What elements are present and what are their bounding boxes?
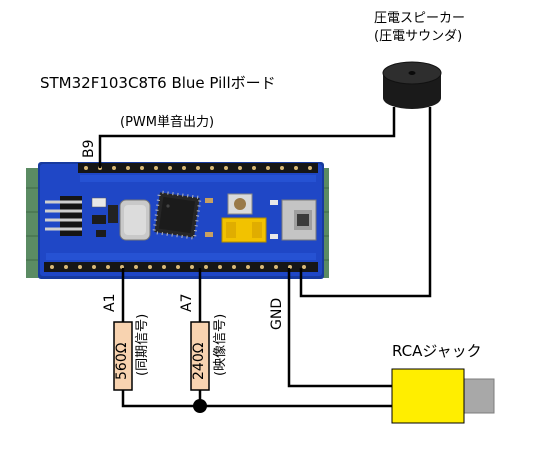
piezo-speaker [382,61,442,109]
pin-label-a7: A7 [179,293,195,312]
micro-usb-connector [281,199,317,241]
blue-pill-board [38,162,324,279]
wire-gnd [287,268,392,388]
speaker-hole [408,71,416,75]
wires [98,107,432,408]
rca-label: RCAジャック [392,342,482,360]
wire-speaker-return [299,107,432,298]
swd-header [45,196,82,236]
rca-plug [463,378,495,414]
junction-dot [193,399,207,413]
resistor-240 [190,321,210,391]
board-title: STM32F103C8T6 Blue Pillボード [40,74,276,92]
pin-label-gnd: GND [269,297,285,330]
speaker-label-line1: 圧電スピーカー [374,11,466,26]
mcu-chip [152,190,202,240]
resistor-note-video: (映像信号) [213,313,228,376]
pin-label-a1: A1 [102,293,118,312]
rca-body [391,368,465,424]
rca-jack [391,368,495,424]
boot-jumpers [221,217,267,243]
pwm-label: (PWM単音出力) [120,115,215,130]
resistor-value-560: 560Ω [114,342,130,380]
wire-signal-bus [121,390,392,408]
speaker-label-line2: (圧電サウンダ) [374,29,463,44]
resistor-note-sync: (同期信号) [135,313,150,376]
wire-b9-speaker [98,107,396,168]
reset-button [227,193,253,215]
pin-label-b9: B9 [81,139,97,158]
resistor-value-240: 240Ω [191,342,207,380]
resistor-560 [113,321,133,391]
bottom-header [44,262,318,272]
